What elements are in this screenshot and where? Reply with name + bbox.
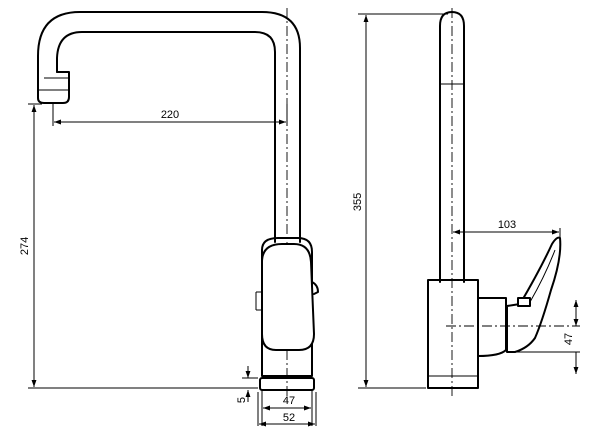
faucet-body <box>261 237 313 377</box>
side-spout-tube <box>439 11 465 283</box>
spout-inner-edge <box>56 31 276 243</box>
base-plate <box>259 377 315 391</box>
dim-base-width-inner-label: 47 <box>283 395 295 407</box>
spout-outer-edge <box>37 11 301 243</box>
side-view: 355 103 47 <box>352 8 580 398</box>
side-lever-pin <box>517 297 531 307</box>
dim-overall-height-label: 355 <box>352 193 364 211</box>
dim-handle-reach-label: 103 <box>498 219 516 231</box>
dim-base-width-outer-label: 52 <box>283 412 295 424</box>
handle-pin <box>311 281 319 295</box>
side-cartridge-housing <box>477 297 507 357</box>
dim-handle-height-label: 47 <box>563 333 575 345</box>
front-view: 220 274 5 47 52 <box>19 8 319 427</box>
handle-lever <box>261 243 315 351</box>
aerator <box>37 71 70 104</box>
dim-spout-reach-label: 220 <box>161 109 179 121</box>
side-body <box>427 279 479 389</box>
dim-spout-height-label: 274 <box>19 237 31 255</box>
side-lever-edge <box>529 249 556 303</box>
dim-base-thickness-label: 5 <box>236 397 248 403</box>
